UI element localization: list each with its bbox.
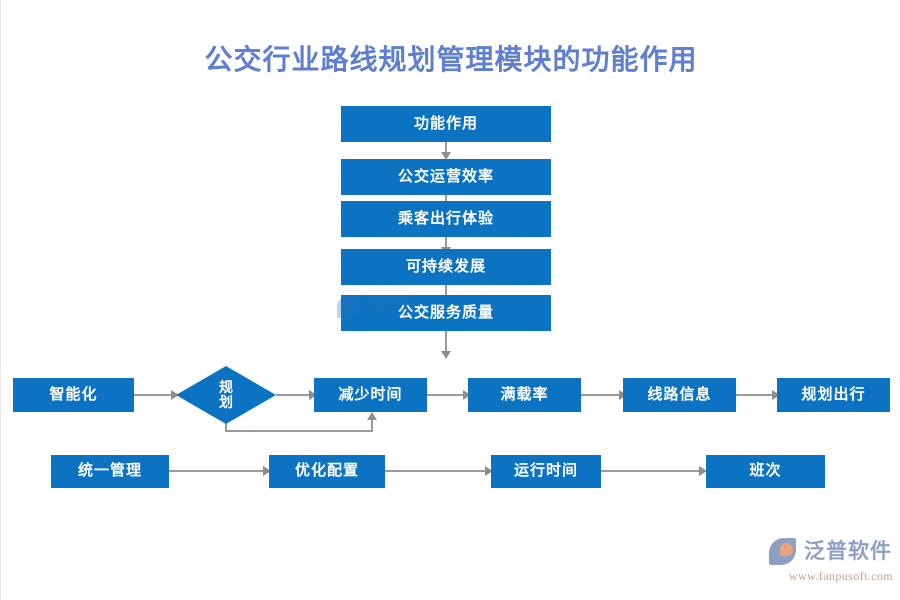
arrowhead-b2	[485, 466, 493, 476]
fanpu-logo-icon	[769, 536, 799, 566]
connector-m3	[427, 394, 467, 396]
brand-logo: 泛普软件 www.fanpusoft.com	[769, 536, 893, 592]
connector-m4	[581, 394, 623, 396]
connector-m2	[276, 394, 314, 396]
node-gongneng-zuoyong[interactable]: 功能作用	[341, 106, 551, 142]
arrowhead-b3	[699, 466, 707, 476]
decision-guihua[interactable]: 规 划	[176, 366, 276, 424]
connector-m5	[736, 394, 776, 396]
connector-v1	[445, 142, 447, 154]
node-jianshao-shijian[interactable]: 减少时间	[314, 378, 427, 412]
connector-feedback-down	[225, 418, 227, 432]
node-tongyi-guanli[interactable]: 统一管理	[51, 455, 169, 488]
arrowhead-v5	[441, 351, 451, 359]
connector-v5	[445, 331, 447, 353]
node-gongjiao-yunying-xiaolv[interactable]: 公交运营效率	[341, 159, 551, 195]
arrowhead-feedback	[367, 412, 377, 420]
page-title: 公交行业路线规划管理模块的功能作用	[204, 44, 698, 75]
node-xianlu-xinxi[interactable]: 线路信息	[623, 378, 736, 412]
logo-row: 泛普软件	[769, 536, 893, 566]
arrowhead-b1	[263, 466, 271, 476]
connector-m1	[134, 394, 174, 396]
logo-brand-name: 泛普软件	[804, 539, 892, 563]
node-zhinenghua[interactable]: 智能化	[13, 378, 134, 412]
decision-label: 规 划	[176, 366, 276, 424]
connector-v4	[445, 285, 447, 297]
arrowhead-m5	[772, 390, 780, 400]
connector-b2	[385, 470, 489, 472]
node-kechixu-fazhan[interactable]: 可持续发展	[341, 249, 551, 285]
connector-v3	[445, 237, 447, 249]
arrowhead-m3	[463, 390, 471, 400]
node-youhua-peizhi[interactable]: 优化配置	[269, 455, 385, 488]
decision-label-line2: 划	[219, 394, 233, 410]
node-banci[interactable]: 班次	[706, 455, 825, 488]
node-manzailv[interactable]: 满载率	[468, 378, 581, 412]
arrowhead-v1	[441, 152, 451, 160]
connector-b1	[169, 470, 267, 472]
connector-b3	[601, 470, 703, 472]
node-gongjiao-fuwu-zhiliang[interactable]: 公交服务质量	[341, 295, 551, 331]
logo-accent-shape	[780, 543, 793, 556]
decision-label-line1: 规	[219, 379, 233, 396]
node-chengke-chuxing-tiyan[interactable]: 乘客出行体验	[341, 201, 551, 237]
arrowhead-m2	[309, 390, 317, 400]
logo-website-url: www.fanpusoft.com	[788, 569, 893, 583]
arrowhead-m1	[171, 390, 179, 400]
connector-feedback-up	[371, 420, 373, 432]
node-guihua-chuxing[interactable]: 规划出行	[777, 378, 890, 412]
node-yunxing-shijian[interactable]: 运行时间	[491, 455, 601, 488]
connector-feedback-across	[225, 430, 373, 432]
